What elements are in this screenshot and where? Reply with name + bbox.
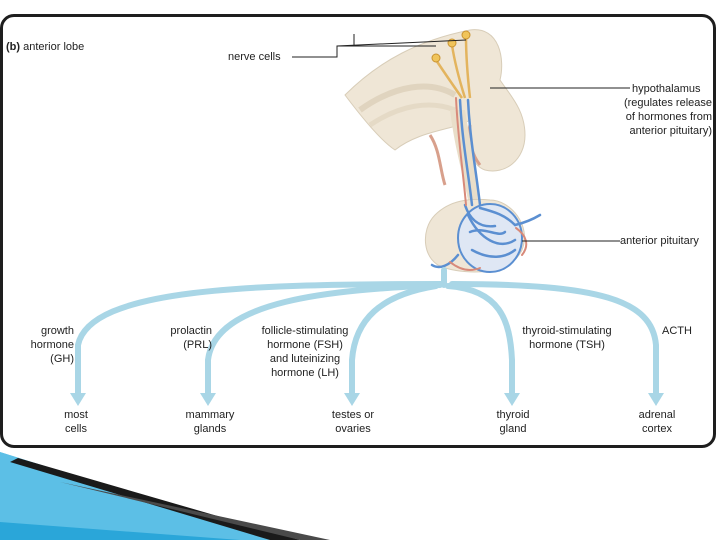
target-mammary-glands: mammary glands	[185, 409, 235, 435]
leader-lines	[292, 34, 630, 242]
nerve-cell-body	[461, 30, 471, 40]
hormone-name-gh: growth hormone (GH)	[30, 325, 74, 365]
nerve-cells	[434, 36, 472, 99]
hormone-name-acth: ACTH	[662, 325, 692, 337]
nerve-cells-label: nerve cells	[228, 51, 281, 63]
arrowhead-prl	[200, 393, 216, 406]
figure-title: anterior lobe	[23, 41, 85, 53]
target-adrenal-cortex: adrenal cortex	[638, 409, 676, 435]
arrowhead-fsh	[344, 393, 360, 406]
arrow-heads	[70, 393, 664, 406]
arrowhead-gh	[70, 393, 86, 406]
anterior-pituitary-label: anterior pituitary	[620, 235, 699, 247]
target-testes-ovaries: testes or ovaries	[331, 409, 375, 435]
hormone-name-prl: prolactin (PRL)	[170, 325, 212, 351]
figure-header: (b) anterior lobe	[6, 40, 84, 54]
hypothalamus-description: (regulates release of hormones from ante…	[623, 97, 712, 137]
target-most-cells: most cells	[64, 409, 88, 435]
arrowhead-tsh	[504, 393, 520, 406]
hormone-arrows	[75, 267, 659, 398]
nerve-cell-body	[431, 53, 441, 63]
hormone-name-tsh: thyroid-stimulating hormone (TSH)	[522, 325, 612, 351]
slide-corner-decoration	[0, 452, 330, 540]
arrowhead-acth	[648, 393, 664, 406]
hypothalamus-label: hypothalamus	[632, 83, 701, 95]
pituitary-stalk	[450, 110, 478, 200]
portal-vessels	[430, 98, 542, 269]
figure-label: (b)	[6, 41, 21, 53]
target-thyroid-gland: thyroid gland	[496, 409, 530, 435]
artery-vessels	[449, 97, 528, 271]
hormone-name-fsh-lh: follicle-stimulating hormone (FSH) and l…	[261, 325, 349, 379]
